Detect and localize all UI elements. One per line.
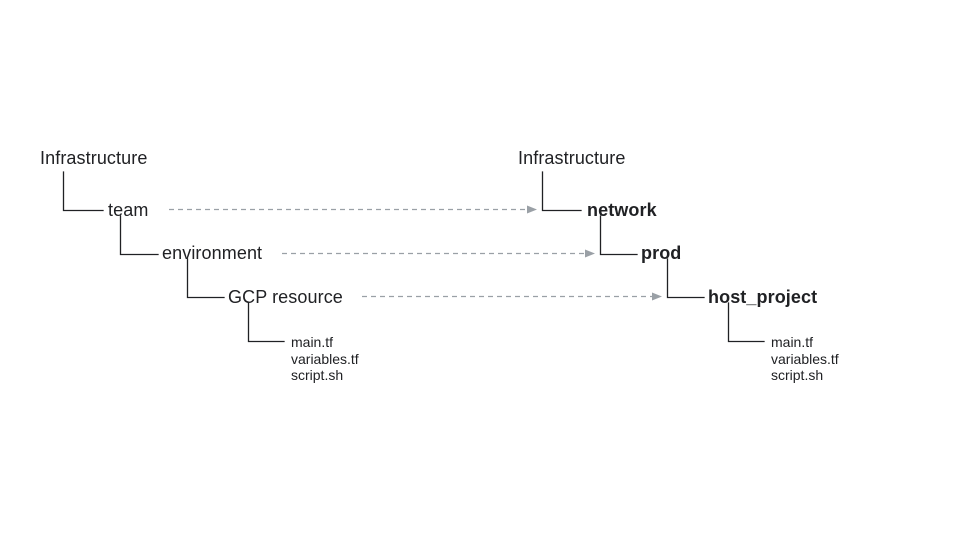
left-connector-gcp-resource-to-files <box>247 302 285 343</box>
left-file-item-script-sh: script.sh <box>291 367 344 383</box>
left-node-team: team <box>108 200 149 220</box>
left-connector-environment-to-gcp-resource <box>186 258 225 299</box>
mapping-arrow-team-to-network-head <box>527 205 537 214</box>
right-connector-root-to-network <box>541 171 582 212</box>
left-node-environment: environment <box>162 243 263 263</box>
left-file-list: main.tf variables.tf script.sh <box>291 334 359 384</box>
mapping-arrow-gcp-resource-to-host-project-head <box>652 292 662 301</box>
right-node-network: network <box>587 200 657 220</box>
right-connector-prod-to-host-project <box>666 258 705 299</box>
right-root-label: Infrastructure <box>518 148 626 168</box>
right-node-prod: prod <box>641 243 682 263</box>
left-node-gcp-resource: GCP resource <box>228 287 343 307</box>
right-connector-host-project-to-files <box>727 302 765 343</box>
right-file-list: main.tf variables.tf script.sh <box>771 334 839 384</box>
right-file-item-main-tf: main.tf <box>771 334 814 350</box>
left-file-item-main-tf: main.tf <box>291 334 334 350</box>
right-connector-network-to-prod <box>599 215 638 256</box>
mapping-arrow-environment-to-prod-head <box>585 249 595 258</box>
left-file-item-variables-tf: variables.tf <box>291 350 359 367</box>
left-connector-team-to-environment <box>119 215 159 256</box>
right-file-item-variables-tf: variables.tf <box>771 350 839 367</box>
left-root-label: Infrastructure <box>40 148 148 168</box>
left-connector-root-to-team <box>62 171 104 212</box>
right-node-host-project: host_project <box>708 287 818 307</box>
right-file-item-script-sh: script.sh <box>771 367 824 383</box>
